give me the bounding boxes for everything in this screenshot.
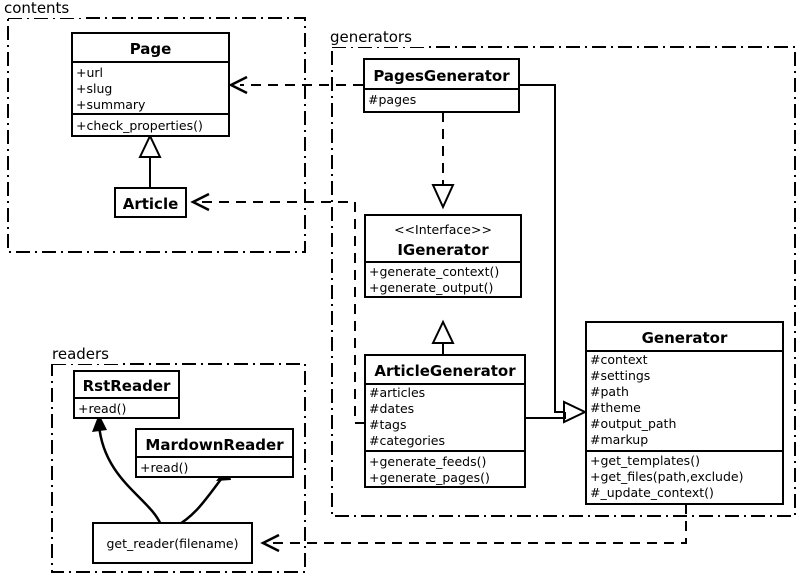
class-rst-reader-frame: [73, 370, 180, 419]
class-igenerator-method: +generate_output(): [369, 280, 493, 295]
class-article-generator-attribute: #tags: [369, 417, 406, 432]
class-igenerator-title: IGenerator: [397, 241, 489, 259]
class-page-attribute: +url: [76, 65, 103, 80]
relation-pagesgenerator-depends-page: [228, 75, 363, 95]
open-arrowhead-to-article: [190, 192, 210, 212]
class-box-igenerator[interactable]: <<Interface>> IGenerator +generate_conte…: [364, 214, 522, 298]
class-generator-attribute: #output_path: [590, 416, 676, 431]
hollow-triangle-to-generator-from-pagesgenerator: [563, 400, 588, 424]
class-box-rst-reader[interactable]: RstReader +read(): [73, 370, 180, 419]
package-readers-label: readers: [52, 345, 109, 363]
package-generators-label: generators: [330, 28, 412, 46]
package-contents-border: [7, 17, 306, 253]
class-igenerator-stereotype: <<Interface>>: [394, 222, 492, 237]
generalization-line-pagesgenerator-generator: [519, 84, 565, 413]
class-box-generator[interactable]: Generator #context #settings #path #them…: [585, 321, 784, 505]
class-generator-attribute: #context: [590, 352, 648, 367]
class-generator-frame: [585, 321, 784, 505]
class-mardown-reader-frame: [135, 428, 294, 478]
function-get-reader-label: get_reader(filename): [107, 536, 239, 551]
relation-pagesgenerator-realizes-igenerator: [431, 112, 455, 210]
class-box-article[interactable]: Article: [114, 187, 187, 218]
class-pages-generator-title: PagesGenerator: [373, 67, 510, 85]
class-igenerator-frame: [364, 214, 522, 298]
relation-pagesgenerator-inherits-generator: [519, 84, 588, 424]
class-generator-method: #_update_context(): [590, 485, 714, 500]
class-mardown-reader-title: MardownReader: [145, 436, 284, 454]
package-generators-label-bg: [326, 29, 426, 47]
function-box-get-reader[interactable]: get_reader(filename): [92, 522, 253, 564]
class-page-attribute: +summary: [76, 97, 146, 112]
package-contents-label-bg: [0, 0, 86, 18]
class-box-mardown-reader[interactable]: MardownReader +read(): [135, 428, 294, 478]
class-generator-method: +get_templates(): [590, 453, 700, 468]
class-generator-attribute: #path: [590, 384, 629, 399]
class-article-generator-method: +generate_feeds(): [369, 454, 486, 469]
package-generators: generators: [326, 28, 796, 517]
hollow-triangle-to-igenerator-from-articlegenerator: [431, 319, 455, 344]
class-pages-generator-attribute: #pages: [368, 92, 416, 107]
curved-line-get-reader-mardownreader: [174, 477, 223, 529]
solid-arrowhead-to-rstreader: [92, 414, 107, 432]
class-generator-attribute: #theme: [590, 400, 641, 415]
relation-articlegenerator-realizes-igenerator: [431, 319, 455, 355]
class-mardown-reader-method: +read(): [140, 460, 188, 475]
class-article-frame: [114, 187, 187, 218]
relation-articlegenerator-depends-article: [190, 192, 365, 424]
class-generator-attribute: #settings: [590, 368, 650, 383]
hollow-triangle-to-page: [138, 133, 162, 158]
class-rst-reader-title: RstReader: [83, 377, 171, 395]
class-page-title: Page: [130, 40, 172, 58]
function-get-reader-frame: [92, 522, 253, 564]
class-generator-attribute: #markup: [590, 432, 648, 447]
package-readers-border: [51, 363, 306, 573]
relation-articlegenerator-inherits-generator: [525, 412, 566, 419]
class-article-title: Article: [123, 195, 179, 213]
class-article-generator-attribute: #categories: [369, 433, 445, 448]
class-rst-reader-method: +read(): [78, 401, 126, 416]
curved-line-get-reader-rstreader: [97, 424, 163, 526]
package-readers: readers: [48, 345, 306, 573]
class-article-generator-frame: [364, 354, 526, 488]
package-contents: contents: [0, 0, 306, 253]
class-page-frame: [71, 32, 230, 137]
dependency-line-articlegenerator-article: [202, 201, 365, 424]
package-readers-label-bg: [48, 345, 122, 364]
generalization-line-articlegenerator-generator: [525, 412, 566, 419]
relation-generator-depends-get-reader: [260, 504, 687, 553]
class-page-attribute: +slug: [76, 81, 112, 96]
class-igenerator-method: +generate_context(): [369, 264, 499, 279]
class-box-article-generator[interactable]: ArticleGenerator #articles #dates #tags …: [364, 354, 526, 488]
class-article-generator-method: +generate_pages(): [369, 470, 490, 485]
class-box-page[interactable]: Page +url +slug +summary +check_properti…: [71, 32, 230, 137]
class-page-method: +check_properties(): [76, 118, 203, 133]
class-article-generator-attribute: #dates: [369, 401, 414, 416]
class-box-pages-generator[interactable]: PagesGenerator #pages: [363, 58, 520, 113]
dependency-line-generator-get-reader: [272, 504, 687, 544]
class-article-generator-attribute: #articles: [369, 385, 425, 400]
hollow-triangle-to-igenerator-from-pagesgenerator: [431, 184, 455, 210]
relation-get-reader-returns-rstreader: [92, 414, 163, 526]
open-arrowhead-to-page: [228, 75, 248, 95]
open-arrowhead-to-get-reader: [260, 533, 280, 553]
class-generator-method: +get_files(path,exclude): [590, 469, 744, 484]
package-contents-label: contents: [4, 0, 69, 17]
class-pages-generator-frame: [363, 58, 520, 113]
class-generator-title: Generator: [642, 329, 728, 347]
relation-article-inherits-page: [138, 133, 162, 188]
class-article-generator-title: ArticleGenerator: [374, 362, 516, 380]
